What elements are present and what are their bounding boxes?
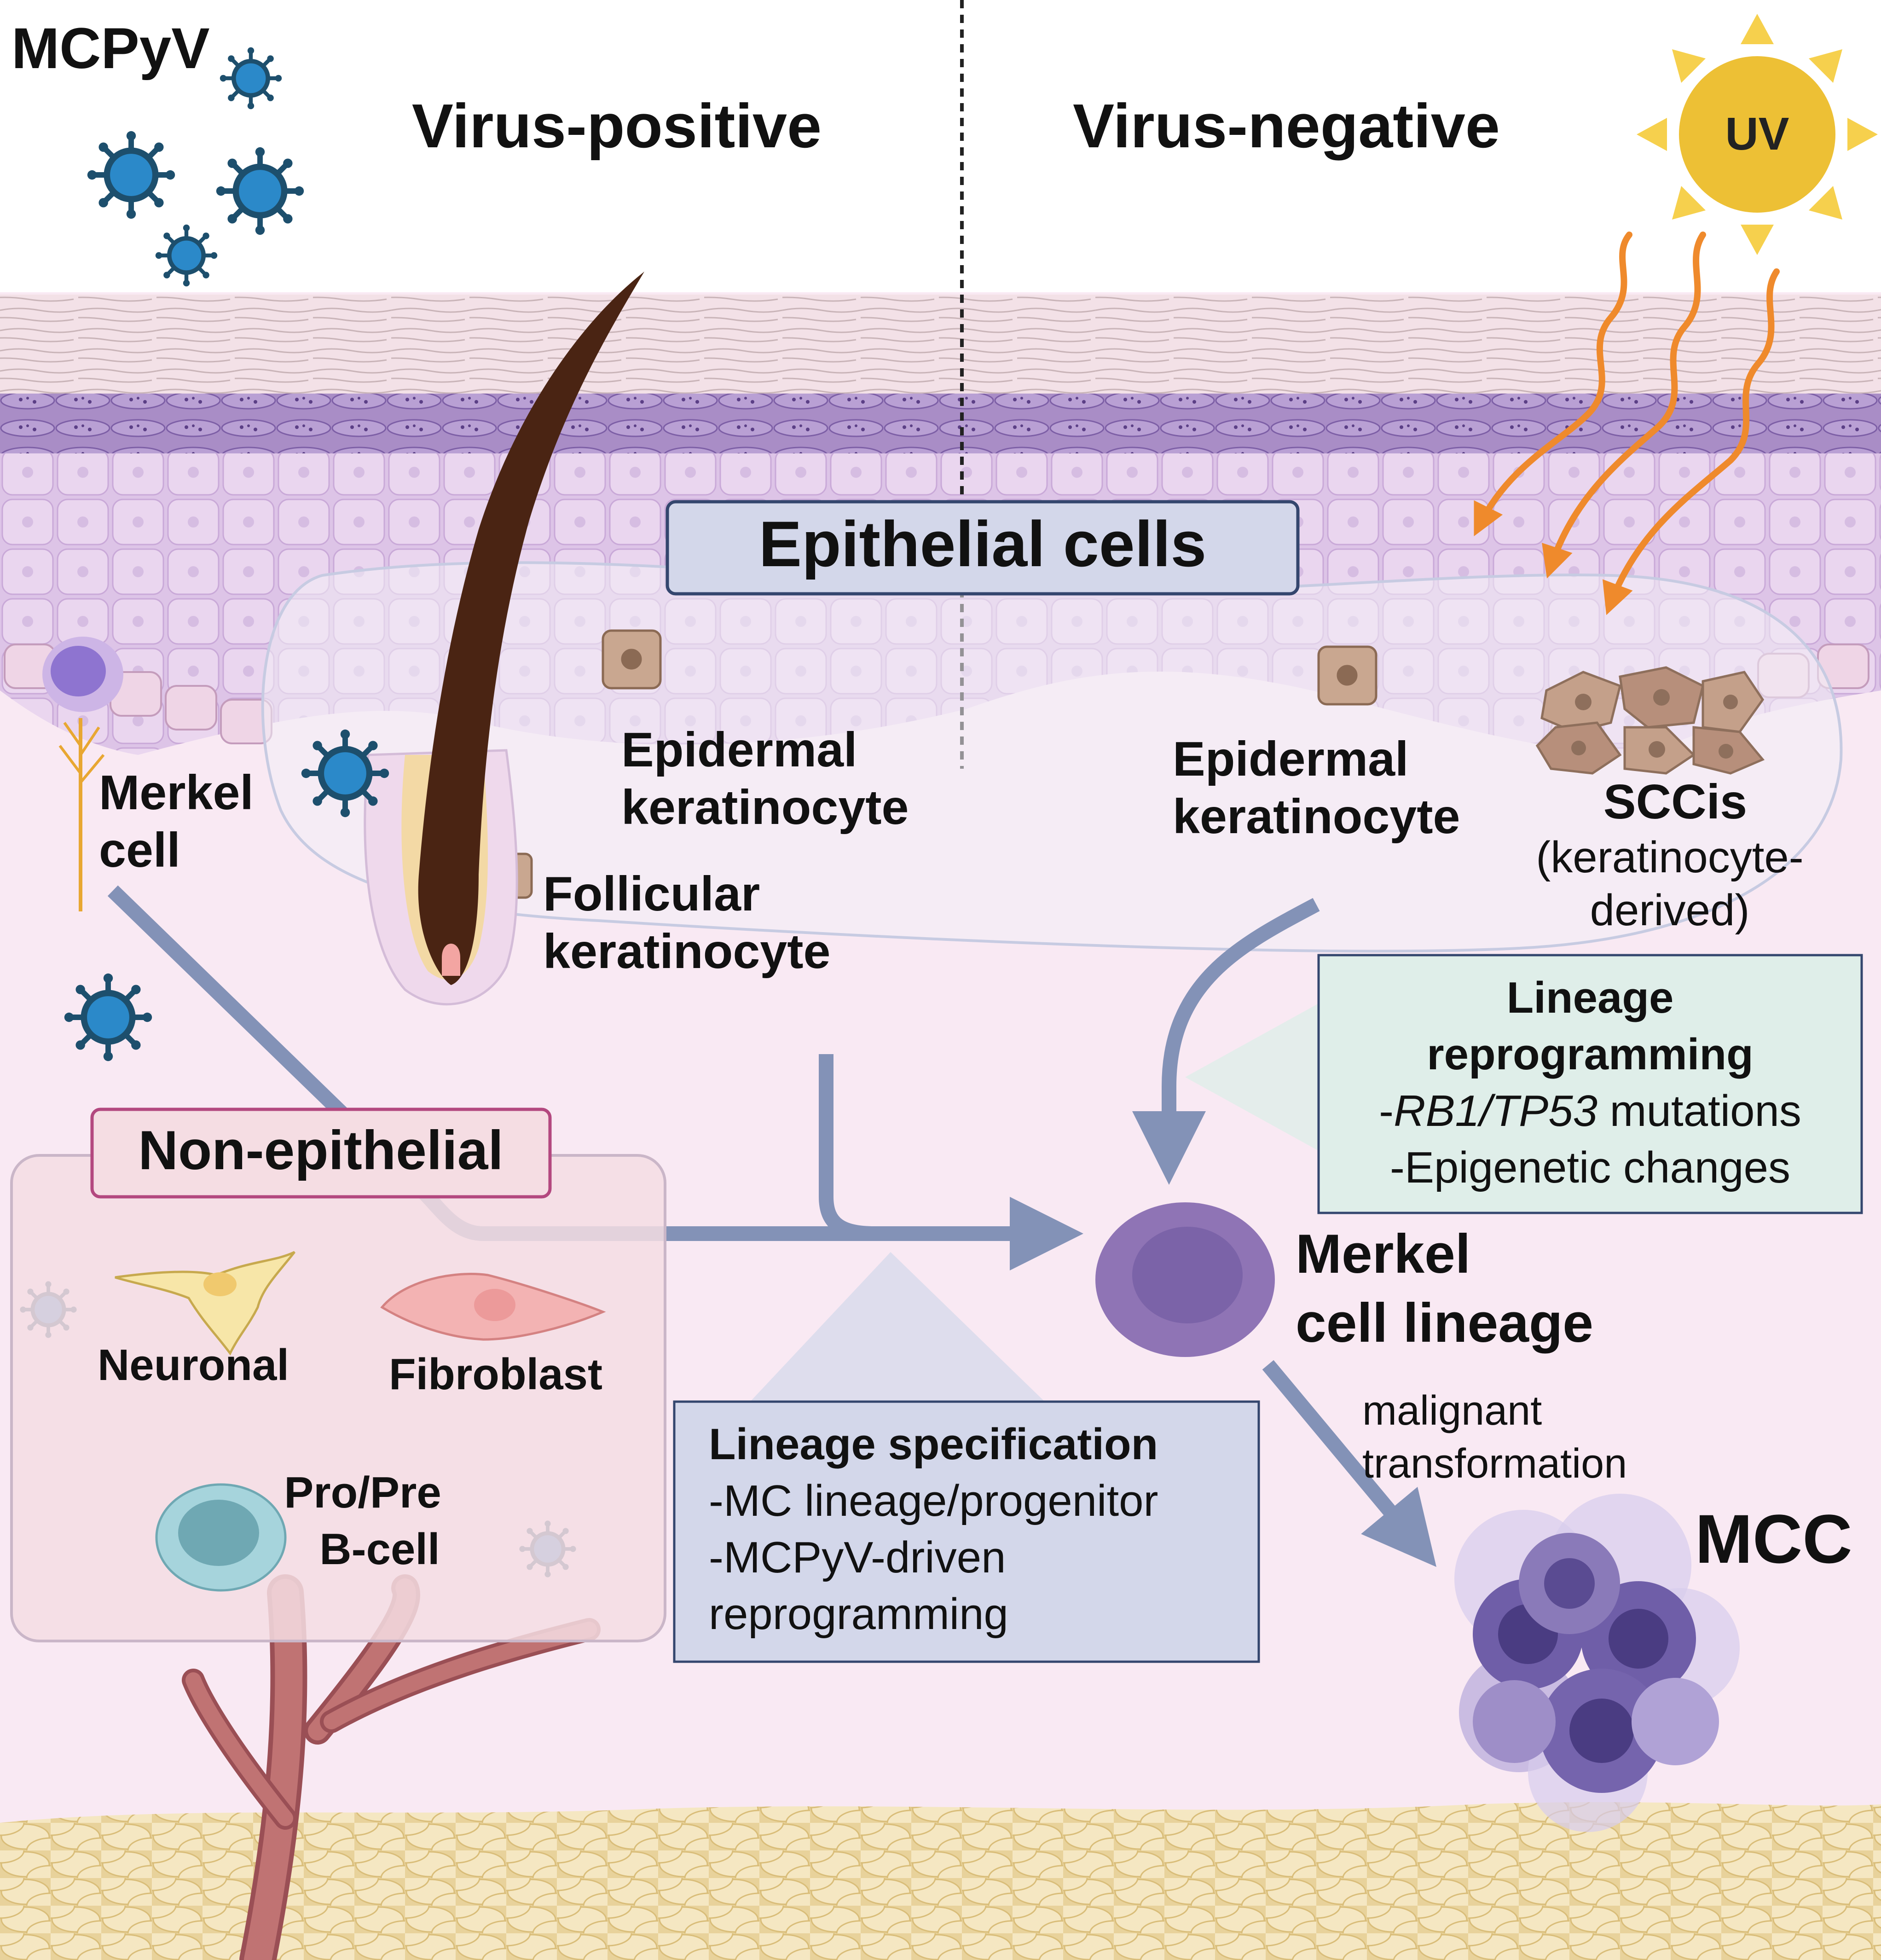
epithelial-title-box (666, 500, 1300, 596)
virus-icon (64, 974, 152, 1061)
mutations-suffix: mutations (1597, 1086, 1801, 1136)
transformation-line2: transformation (1362, 1441, 1627, 1487)
sccis-line3: derived) (1590, 886, 1750, 935)
merkel-lineage-line2: cell lineage (1296, 1292, 1593, 1354)
fibroblast-label: Fibroblast (389, 1350, 602, 1399)
lineage-spec-pointer (750, 1252, 1045, 1402)
stratum-corneum (0, 295, 1881, 394)
merkel-cell-line1: Merkel (99, 765, 254, 820)
non-epithelial-title-box (90, 1108, 552, 1199)
merkel-cell-graphic (42, 637, 123, 911)
virus-icon (220, 47, 282, 109)
mcc-tumor-graphic (1454, 1494, 1740, 1832)
epidermal-left-line1: Epidermal (621, 723, 857, 777)
hair-follicle (364, 272, 644, 1006)
sccis-line2: (keratinocyte- (1536, 833, 1804, 882)
lineage-reprog-pointer (1185, 1003, 1319, 1151)
lineage-reprog-title-line2: reprogramming (1427, 1030, 1753, 1079)
non-epithelial-title: Non-epithelial (138, 1119, 503, 1181)
mutations-prefix: - (1379, 1086, 1394, 1136)
lineage-spec-line2: -MCPyV-driven (709, 1533, 1006, 1582)
uv-rays (1474, 232, 1780, 615)
mcc-label: MCC (1695, 1500, 1852, 1577)
virus-icon (156, 225, 217, 286)
mcpyv-label: MCPyV (12, 17, 210, 81)
transformation-line1: malignant (1362, 1388, 1542, 1434)
virus-positive-title: Virus-positive (412, 91, 822, 161)
lineage-reprog-title-line1: Lineage (1507, 973, 1674, 1022)
epidermal-right-line2: keratinocyte (1173, 789, 1460, 844)
b-cell-graphic (155, 1483, 287, 1592)
lineage-reprog-mutations: -RB1/TP53 mutations (1379, 1086, 1801, 1136)
granular-layer (0, 394, 1881, 456)
epidermal-right-line1: Epidermal (1173, 732, 1409, 786)
uv-label: UV (1725, 108, 1789, 160)
merkel-lineage-cell-graphic (1095, 1202, 1275, 1357)
sccis-title: SCCis (1603, 775, 1747, 829)
epidermal-left-line2: keratinocyte (621, 780, 909, 835)
lineage-reprog-line2: -Epigenetic changes (1390, 1143, 1790, 1192)
hair-shaft (418, 272, 644, 985)
neuronal-cell-graphic (115, 1251, 295, 1356)
neuronal-label: Neuronal (98, 1340, 289, 1390)
virus-negative-title: Virus-negative (1073, 91, 1500, 161)
follicular-line1: Follicular (543, 867, 760, 921)
virus-icon (216, 147, 304, 235)
lineage-spec-title: Lineage specification (709, 1420, 1158, 1469)
sccis-cluster (1535, 666, 1765, 775)
lineage-spec-line3: reprogramming (709, 1589, 1008, 1639)
uv-sun-icon (1637, 14, 1878, 255)
mutations-genes: RB1/TP53 (1394, 1086, 1597, 1136)
bcell-label-line1: Pro/Pre (284, 1468, 441, 1517)
subcutaneous-fat (0, 1802, 1881, 1960)
virus-icon (87, 131, 175, 219)
lineage-spec-line1: -MC lineage/progenitor (709, 1476, 1158, 1525)
bcell-label-line2: B-cell (319, 1525, 440, 1574)
virus-icon (301, 730, 389, 817)
follicular-line2: keratinocyte (543, 924, 831, 979)
epithelial-title: Epithelial cells (759, 508, 1207, 580)
merkel-cell-line2: cell (99, 823, 180, 877)
fibroblast-graphic (380, 1273, 606, 1341)
lineage-reprog-box (1317, 954, 1863, 1214)
merkel-lineage-line1: Merkel (1296, 1223, 1470, 1285)
lineage-spec-box (673, 1400, 1260, 1663)
